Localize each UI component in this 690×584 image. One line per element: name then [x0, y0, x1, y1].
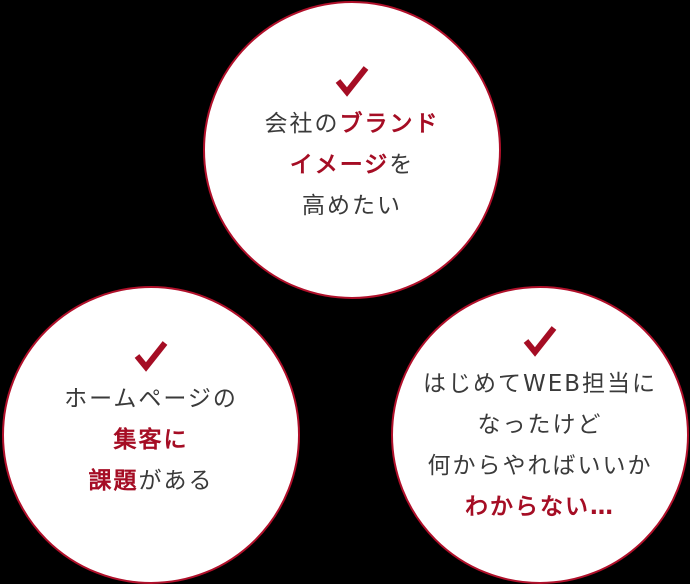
line: 高めたい — [302, 192, 402, 219]
concern-circle-homepage: ホームページの 集客に 課題がある — [2, 286, 300, 584]
line: イメージを — [289, 151, 415, 178]
concern-text: 会社のブランド イメージを 高めたい — [265, 104, 440, 227]
line: なったけど — [477, 412, 603, 438]
concern-circle-web-manager: はじめてWEB担当に なったけど 何からやればいいか わからない… — [391, 286, 689, 584]
check-icon — [134, 340, 168, 372]
line: 何からやればいいか — [427, 453, 653, 479]
line: はじめてWEB担当に — [422, 371, 658, 397]
concern-circle-brand-image: 会社のブランド イメージを 高めたい — [203, 1, 501, 299]
check-icon — [335, 65, 369, 97]
concern-text: はじめてWEB担当に なったけど 何からやればいいか わからない… — [423, 364, 657, 528]
line: ホームページの — [64, 385, 238, 412]
line: 課題がある — [88, 467, 214, 494]
line: 会社のブランド — [264, 110, 440, 137]
line: わからない… — [465, 494, 615, 520]
concern-text: ホームページの 集客に 課題がある — [64, 379, 238, 502]
line: 集客に — [113, 426, 189, 453]
check-icon — [523, 326, 557, 357]
